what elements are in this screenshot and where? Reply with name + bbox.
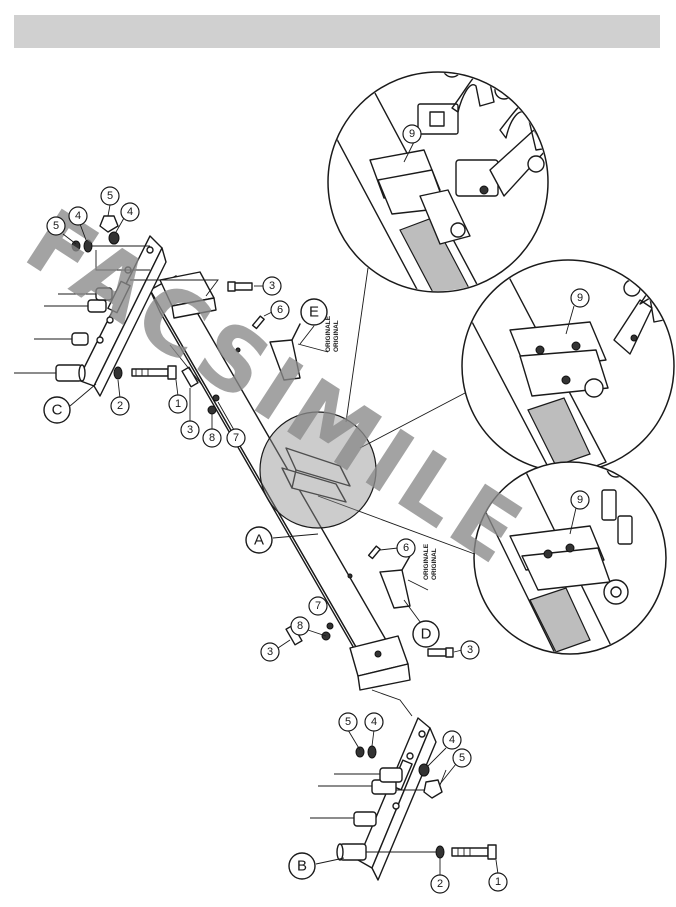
letter-d [412,620,440,648]
callout-9-middle [570,288,590,308]
callout-1-text: 1 [495,876,501,888]
callout-5-text: 5 [345,716,351,728]
letter-c [43,396,71,424]
callout-1-left [168,394,188,414]
callout-5-left-b [100,186,120,206]
callout-8-text: 8 [297,620,303,632]
callout-9-text: 9 [577,292,583,304]
letter-a [245,526,273,554]
detail-circle-top [327,71,549,293]
header-bar [14,15,660,48]
callout-6-text: 6 [277,304,283,316]
left-end-box [159,271,217,319]
callout-3-center-right [460,640,480,660]
callout-4-text: 4 [449,734,455,746]
callout-1-right [488,872,508,892]
side-bracket-c [14,235,219,397]
original-text-d1: ORIGINALE [423,543,430,580]
original-text-e2: ORIGINAL [333,320,340,352]
callout-7-left [226,428,246,448]
callout-3-center-left [260,642,280,662]
callout-5-right-b [452,748,472,768]
callout-5-left-a [46,216,66,236]
callout-9-text: 9 [409,128,415,140]
letter-b-text: B [297,858,307,875]
callout-3-text: 3 [187,424,193,436]
letter-c-text: C [52,402,63,419]
callout-5-text: 5 [107,190,113,202]
callout-3-text: 3 [467,644,473,656]
callout-6-text: 6 [403,542,409,554]
socket-box-top [455,159,499,197]
callout-4-right-b [442,730,462,750]
callout-9-text: 9 [577,494,583,506]
washer-left [113,366,123,380]
callout-4-left-a [68,206,88,226]
letter-b [288,852,316,880]
callout-6-center [396,538,416,558]
letter-a-text: A [254,532,264,549]
callout-4-right-a [364,712,384,732]
callout-3-top [262,276,282,296]
callout-3-text: 3 [269,280,275,292]
detail-circle-bottom [473,461,667,655]
callout-4-text: 4 [371,716,377,728]
letter-e-text: E [309,304,319,321]
callout-9-bottom [570,490,590,510]
callout-2-right [430,874,450,894]
callout-8-text: 8 [209,432,215,444]
right-end-box [349,635,411,691]
main-crossbeam [149,275,387,677]
magnifier-lens [259,411,377,529]
callout-1-text: 1 [175,398,181,410]
callout-7-text: 7 [233,432,239,444]
callout-7-text: 7 [315,600,321,612]
callout-9-top [402,124,422,144]
callout-2-text: 2 [437,878,443,890]
callout-5-right-a [338,712,358,732]
letter-d-text: D [421,626,432,643]
callout-5-text: 5 [459,752,465,764]
hardware [71,215,497,860]
original-text-d2: ORIGINAL [431,548,438,580]
washer-right [435,845,445,859]
spacer-tubes-b [310,767,403,861]
callout-3-left [180,420,200,440]
callout-5-text: 5 [53,220,59,232]
callouts: 5 4 5 4 3 6 2 1 3 8 7 6 7 [46,124,590,894]
callout-6-top [270,300,290,320]
callout-2-left [110,396,130,416]
callout-3-text: 3 [267,646,273,658]
letter-e [300,298,328,326]
spacer-tubes-c [14,287,113,382]
callout-7-center [308,596,328,616]
callout-8-left [202,428,222,448]
detail-circle-middle [461,259,675,473]
connector-bracket-e: ORIGINALE ORIGINAL [269,315,340,381]
callout-4-text: 4 [127,206,133,218]
callout-4-left-b [120,202,140,222]
assembly-letters: C A E D B [43,298,440,880]
callout-2-text: 2 [117,400,123,412]
original-text-e1: ORIGINALE [325,315,332,352]
callout-4-text: 4 [75,210,81,222]
connector-bracket-d: ORIGINALE ORIGINAL [379,543,438,609]
center-plates [281,447,351,503]
callout-8-center [290,616,310,636]
